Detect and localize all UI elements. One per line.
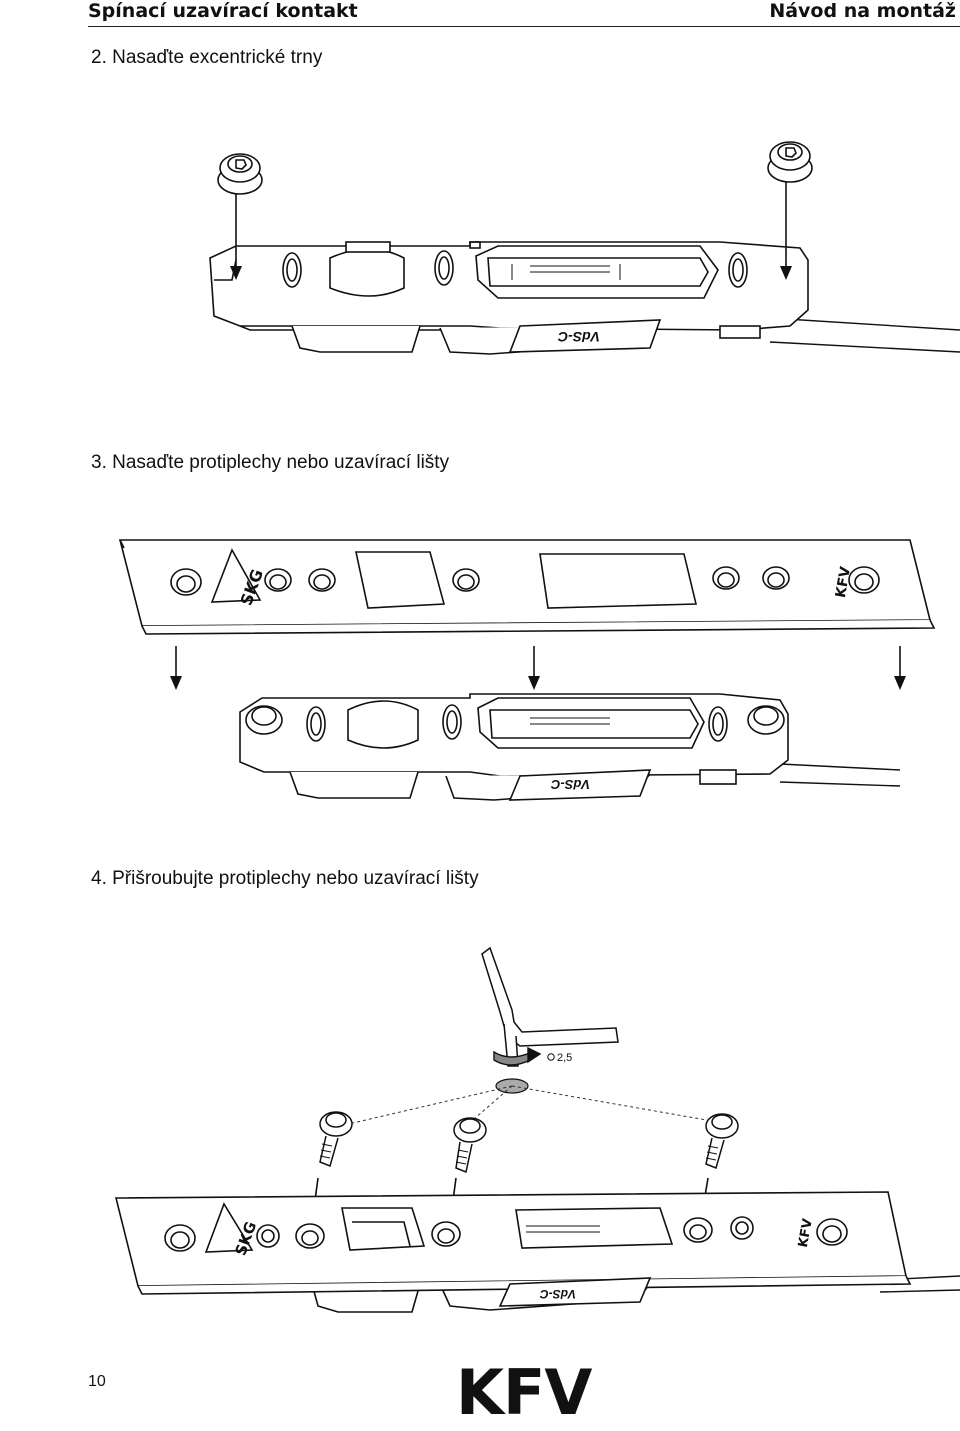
page-number: 10 [88,1373,106,1390]
rotation-arrow-icon [493,1046,542,1066]
diameter-symbol [547,1053,555,1061]
step-3-heading: 3. Nasaďte protiplechy nebo uzavírací li… [91,452,450,473]
step-2-heading: 2. Nasaďte excentrické trny [91,47,323,68]
screw [453,1117,487,1174]
screw [705,1113,739,1170]
certification-badge [210,548,262,603]
lower-housing-left [289,771,419,799]
step-4-heading: 4. Přišroubujte protiplechy nebo uzavíra… [91,868,479,889]
hex-key-size-label: 2,5 [557,1052,572,1064]
screw-hole [282,252,302,288]
product-mark: VdS-C [557,329,600,345]
screw-hole [708,706,728,742]
figure-step-4: 2,5 [114,946,960,1313]
figure-step-3: SKG KFV VdS-C [118,539,936,801]
brand-mark: KFV [796,1218,816,1249]
screw-hole [434,250,454,286]
product-mark: VdS-C [540,1287,576,1301]
pin-slot [341,1207,426,1251]
section-title: Spínací uzavírací kontakt [88,0,358,22]
rail-line [769,317,960,353]
latch-opening [539,553,698,609]
screw-hole [442,704,462,740]
eccentric-recess [347,700,419,749]
screw-hole [728,252,748,288]
screw-hole [306,706,326,742]
hex-key [481,946,619,1067]
latch-slot [477,697,705,749]
product-mark: VdS-C [550,777,590,792]
header-divider [88,26,960,27]
figure-step-2: VdS-C [209,141,960,355]
screw [319,1111,353,1168]
guide-line [339,1085,719,1127]
lower-housing-left [291,325,421,353]
eccentric-pin-left [217,153,263,195]
pin-slot [355,551,446,609]
brand-mark: KFV [833,565,854,599]
latch-opening [515,1207,674,1249]
eccentric-recess [329,248,405,297]
certification-badge [204,1202,254,1253]
eccentric-pin-right [767,141,813,183]
document-title: Návod na montáž [769,0,956,22]
brand-logo: KFV [456,1356,592,1429]
